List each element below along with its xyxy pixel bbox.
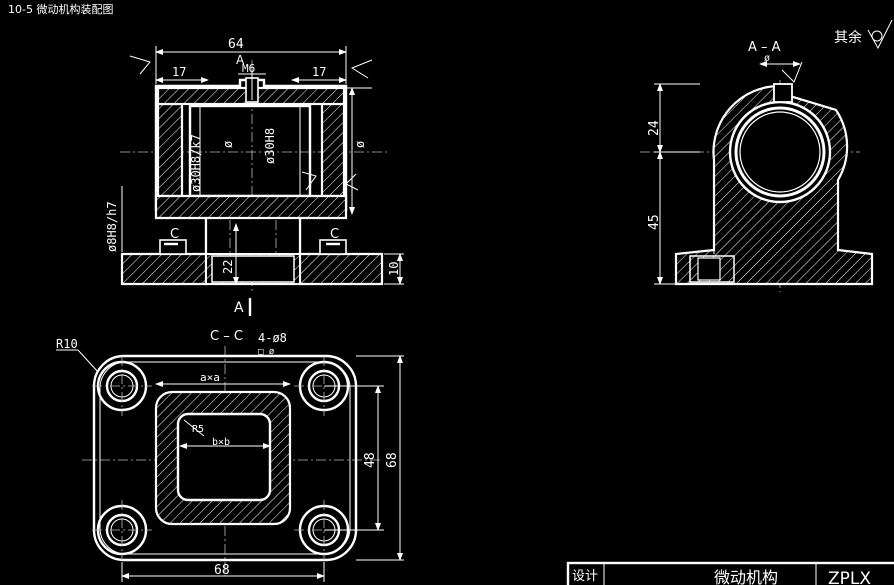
title-block-name: 微动机构	[714, 568, 778, 585]
dim-side-dia: ø	[764, 53, 770, 64]
dim-base-10: 10	[387, 262, 401, 276]
title-block-design: 设计	[572, 569, 598, 584]
section-a-top: A	[236, 53, 245, 67]
dim-holes-sub: □ ø	[258, 347, 275, 357]
section-c-right: C	[330, 227, 339, 242]
front-view: 64 17 17 M6 A ø30H8/k7 ø ø30H8 ø ø8H8/h7	[105, 37, 404, 316]
dim-bore-h8: ø30H8	[263, 128, 277, 164]
dim-dia-small: ø	[221, 141, 235, 148]
section-label-aa: A – A	[748, 40, 781, 55]
dim-45: 45	[647, 214, 662, 230]
title-block: 设计 微动机构 ZPLX	[566, 561, 894, 585]
dim-holes: 4-ø8	[258, 331, 287, 345]
dim-dia-right: ø	[353, 141, 367, 148]
section-a-bottom: A	[234, 300, 244, 316]
dim-r10: R10	[56, 337, 78, 351]
dim-axa: a×a	[200, 371, 220, 384]
section-label-cc: C – C	[210, 329, 243, 344]
section-c-left: C	[170, 227, 179, 242]
dim-68-horizontal: 68	[214, 563, 230, 578]
surface-roughness-symbol: 其余	[834, 19, 893, 50]
surface-roughness-label: 其余	[834, 29, 862, 46]
dim-48: 48	[363, 452, 378, 468]
dim-height-22: 22	[221, 260, 235, 274]
drawing-title: 10-5 微动机构装配图	[8, 2, 113, 16]
dim-24: 24	[647, 120, 662, 136]
dim-thread-m6: M6	[242, 62, 255, 75]
dim-left-17: 17	[172, 65, 186, 79]
dim-r5: R5	[192, 424, 204, 435]
dim-width-64: 64	[228, 37, 244, 52]
dim-bxb: b×b	[212, 437, 230, 448]
dim-right-17: 17	[312, 65, 326, 79]
top-view: C – C 4-ø8 □ ø a×a R5 b×b R10	[56, 329, 404, 582]
title-block-code: ZPLX	[828, 569, 871, 585]
side-view: A – A ø 24 45	[640, 40, 874, 292]
dim-pin-fit: ø8H8/h7	[105, 201, 119, 252]
dim-68-vertical: 68	[385, 452, 400, 468]
dim-bore-fit: ø30H8/k7	[189, 134, 203, 192]
